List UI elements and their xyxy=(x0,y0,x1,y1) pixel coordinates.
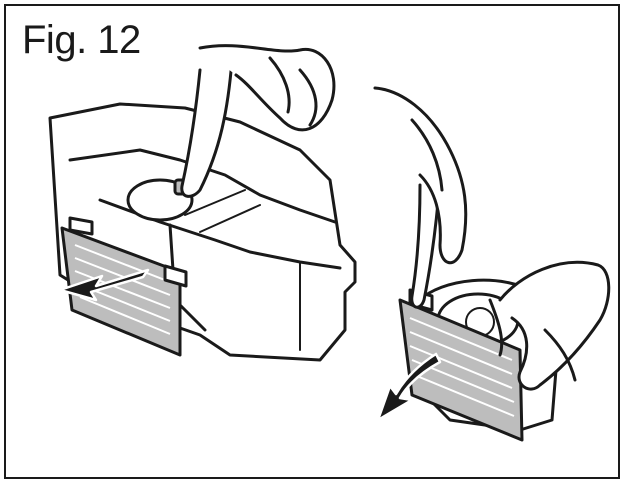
left-hand-knuckle xyxy=(268,56,318,127)
left-unit xyxy=(48,44,357,362)
left-hand xyxy=(198,44,336,132)
right-unit xyxy=(373,86,611,442)
right-hand-lower-thumb xyxy=(488,298,577,382)
left-hand-finger xyxy=(180,58,234,198)
right-hand-upper xyxy=(373,86,468,264)
right-filter-stripes xyxy=(409,317,515,417)
left-filter-tab-right xyxy=(163,264,188,288)
left-unit-top-ridge xyxy=(68,148,337,224)
right-hand-lower xyxy=(498,260,611,391)
left-filter-tab-top xyxy=(68,216,94,236)
arrow-left-down-icon xyxy=(58,268,150,302)
right-hand-knuckle xyxy=(410,118,444,192)
left-filter-cover xyxy=(60,226,182,357)
left-unit-groove xyxy=(184,189,301,351)
figure-label: Fig. 12 xyxy=(22,18,141,62)
right-filter-cover xyxy=(398,298,524,442)
left-filter-stripes xyxy=(74,244,171,335)
right-hand-finger xyxy=(410,178,442,309)
arrow-curved-down-left-icon xyxy=(376,352,442,422)
